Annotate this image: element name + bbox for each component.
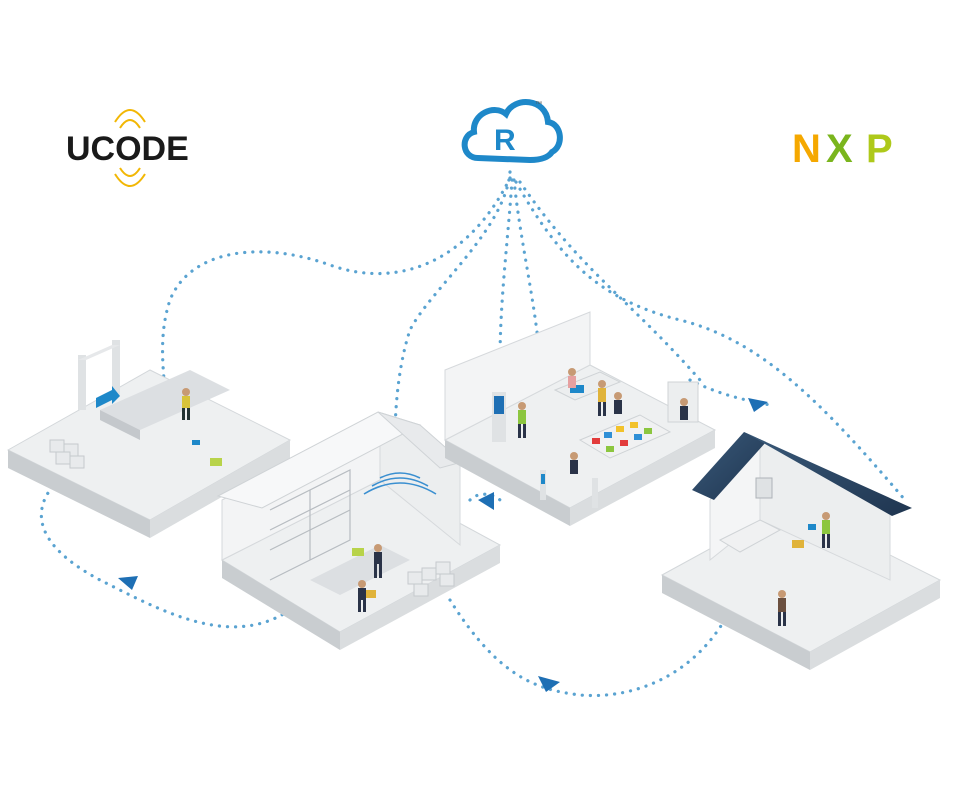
flow-arrows (118, 398, 768, 692)
warehouse-scene (216, 411, 502, 650)
cloud-r-logo: R ™ (461, 99, 563, 164)
path-warehouse-store (468, 492, 502, 502)
arrow-left-bottom (118, 576, 138, 590)
retail-store-scene (443, 311, 717, 526)
path-factory-down (39, 468, 292, 629)
ucode-logo-text: UCODE (66, 130, 189, 168)
connection-paths (39, 170, 907, 698)
nxp-logo: N X P (792, 127, 893, 171)
cloud-logo-letter: R (494, 124, 516, 157)
path-cloud-home (514, 180, 907, 502)
home-scene (660, 432, 942, 670)
trademark-mark: ™ (535, 101, 542, 108)
path-store-home (688, 378, 772, 407)
rfid-signal-icon (363, 472, 437, 495)
nxp-logo-n: N (792, 127, 821, 171)
conveyor-arrow-icon (96, 386, 120, 408)
solar-panel-icon-2 (744, 432, 912, 516)
solar-panel-icon (692, 432, 766, 500)
arrow-store (478, 492, 494, 510)
ucode-logo: UCODE (66, 109, 189, 187)
cloud-icon (461, 99, 563, 164)
nxp-logo-p: P (866, 127, 893, 171)
path-cloud-store (498, 178, 514, 362)
arrow-bottom-middle (538, 676, 560, 692)
path-cloud-store-2 (512, 178, 542, 362)
path-cloud-warehouse (393, 170, 512, 442)
ucode-signal-waves-icon (114, 109, 146, 187)
arrow-home (748, 398, 768, 412)
nxp-logo-x: X (826, 127, 853, 171)
path-cloud-factory (160, 176, 512, 392)
path-warehouse-home (448, 598, 732, 698)
factory-scene (6, 340, 292, 538)
colorful-products-icon (592, 422, 652, 452)
